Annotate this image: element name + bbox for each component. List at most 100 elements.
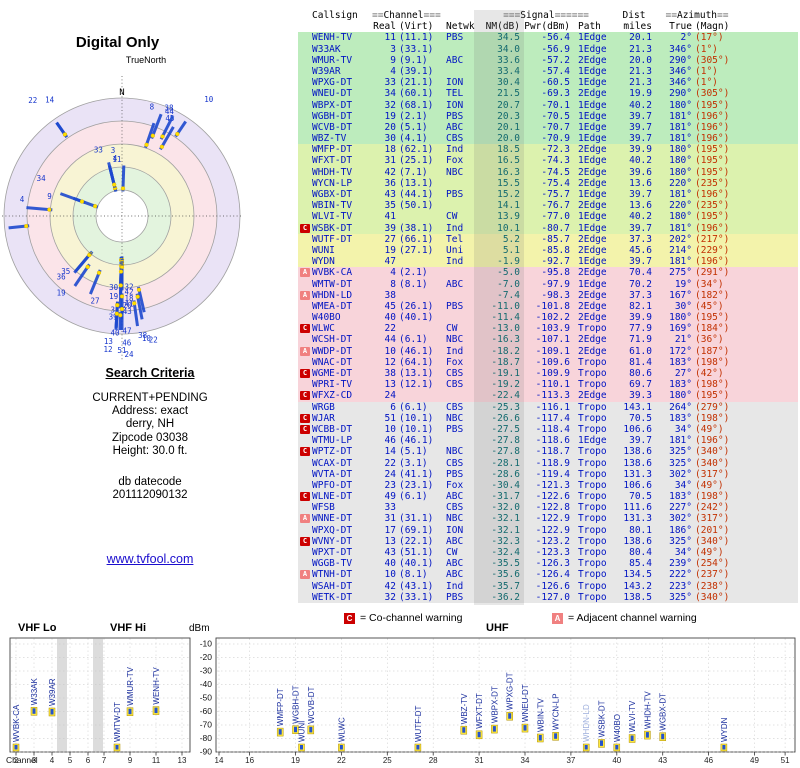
path-cell: 1Edge bbox=[578, 121, 607, 133]
callsign-cell: WLVI-TV bbox=[312, 211, 353, 223]
network-cell: Ind bbox=[446, 256, 464, 268]
channel-tick-label: 51 bbox=[781, 756, 790, 765]
distance-cell: 138.6 bbox=[623, 535, 652, 547]
real-channel-cell: 30 bbox=[384, 133, 396, 145]
azimuth-magnetic-cell: (195°) bbox=[695, 390, 730, 402]
noise-margin-cell: -25.3 bbox=[491, 401, 520, 413]
path-cell: 1Edge bbox=[578, 189, 607, 200]
power-cell: -127.0 bbox=[535, 591, 570, 603]
real-channel-cell: 13 bbox=[384, 379, 396, 391]
callsign-cell: WYDN bbox=[312, 256, 335, 268]
power-cell: -118.9 bbox=[535, 457, 570, 469]
distance-cell: 20.1 bbox=[629, 32, 652, 44]
station-callsign-label: W40BO bbox=[613, 714, 622, 742]
radar-channel-label: 46 bbox=[122, 338, 132, 347]
azimuth-true-cell: 290° bbox=[669, 88, 692, 100]
path-cell: 1Edge bbox=[578, 211, 607, 223]
power-cell: -95.8 bbox=[541, 267, 570, 279]
real-channel-cell: 24 bbox=[384, 468, 396, 480]
db-datecode-value: 201112090132 bbox=[112, 489, 188, 502]
path-cell: 2Edge bbox=[578, 144, 607, 156]
network-cell: ABC bbox=[446, 491, 464, 503]
distance-cell: 138.6 bbox=[623, 446, 652, 458]
network-cell: ION bbox=[446, 99, 464, 111]
criteria-line: derry, NH bbox=[125, 418, 175, 431]
network-cell: Ind bbox=[446, 580, 464, 592]
callsign-cell: WNNE-DT bbox=[312, 513, 353, 525]
distance-cell: 39.9 bbox=[629, 144, 652, 156]
power-cell: -122.8 bbox=[535, 502, 570, 514]
azimuth-true-cell: 34° bbox=[674, 547, 692, 558]
station-callsign-label: WHDN-LD bbox=[582, 704, 591, 742]
tvfool-link[interactable]: www.tvfool.com bbox=[106, 552, 194, 566]
real-channel-cell: 51 bbox=[384, 412, 396, 424]
distance-cell: 13.6 bbox=[629, 200, 652, 212]
real-channel-cell: 23 bbox=[384, 479, 396, 491]
distance-cell: 21.3 bbox=[629, 77, 652, 89]
path-cell: Tropo bbox=[578, 569, 607, 581]
legend-adjacent-channel: A = Adjacent channel warning bbox=[552, 612, 697, 624]
real-channel-cell: 43 bbox=[384, 189, 396, 200]
warning-cell: C bbox=[298, 368, 312, 379]
distance-cell: 45.6 bbox=[629, 244, 652, 256]
callsign-cell: WWDP-DT bbox=[312, 345, 353, 357]
power-cell: -85.8 bbox=[541, 244, 570, 256]
frequency-gap-stripe bbox=[93, 638, 103, 752]
radar-channel-label: 11 bbox=[112, 155, 121, 164]
station-signal-bar-inner bbox=[554, 733, 558, 739]
radar-channel-label: 18 bbox=[124, 294, 134, 303]
noise-margin-cell: -32.1 bbox=[491, 524, 520, 536]
channel-tick-label: 3 bbox=[32, 756, 37, 765]
distance-cell: 37.3 bbox=[629, 233, 652, 245]
distance-cell: 80.4 bbox=[629, 547, 652, 558]
noise-margin-cell: -16.3 bbox=[491, 334, 520, 346]
callsign-cell: WHDH-TV bbox=[312, 166, 353, 178]
noise-margin-cell: -32.4 bbox=[491, 547, 520, 558]
azimuth-magnetic-cell: (1°) bbox=[695, 65, 718, 77]
azimuth-magnetic-cell: (198°) bbox=[695, 356, 730, 368]
header-miles: miles bbox=[623, 21, 652, 33]
radar-channel-label: 32 bbox=[124, 282, 133, 291]
radar-channel-label: 8 bbox=[150, 103, 155, 112]
power-cell: -113.3 bbox=[535, 390, 570, 402]
power-cell: -75.7 bbox=[541, 189, 570, 200]
noise-margin-cell: 15.2 bbox=[497, 189, 520, 200]
azimuth-magnetic-cell: (340°) bbox=[695, 591, 730, 603]
virtual-channel-cell: (2.1) bbox=[399, 267, 428, 279]
dbm-tick-label: -70 bbox=[200, 720, 213, 730]
callsign-cell: WGBH-DT bbox=[312, 110, 353, 122]
virtual-channel-cell: (13.1) bbox=[399, 177, 434, 189]
warning-cell: A bbox=[298, 290, 312, 301]
station-signal-bar-inner bbox=[154, 707, 158, 714]
azimuth-true-cell: 34° bbox=[674, 423, 692, 435]
noise-margin-cell: 30.4 bbox=[497, 77, 520, 89]
azimuth-magnetic-cell: (195°) bbox=[695, 166, 730, 178]
path-cell: Tropo bbox=[578, 558, 607, 570]
azimuth-magnetic-cell: (184°) bbox=[695, 323, 730, 335]
azimuth-true-cell: 183° bbox=[669, 356, 692, 368]
path-cell: Tropo bbox=[578, 535, 607, 547]
network-cell: Uni bbox=[446, 244, 464, 256]
path-cell: Tropo bbox=[578, 368, 607, 379]
power-cell: -110.1 bbox=[535, 379, 570, 391]
azimuth-magnetic-cell: (195°) bbox=[695, 144, 730, 156]
azimuth-true-cell: 180° bbox=[669, 312, 692, 324]
header-decoration: ≡≡ bbox=[665, 10, 677, 21]
station-signal-bar-inner bbox=[477, 731, 481, 738]
azimuth-magnetic-cell: (195°) bbox=[695, 99, 730, 111]
criteria-line: Zipcode 03038 bbox=[111, 431, 189, 444]
azimuth-true-cell: 186° bbox=[669, 524, 692, 536]
power-cell: -107.1 bbox=[535, 334, 570, 346]
virtual-channel-cell: (41.1) bbox=[399, 468, 434, 480]
radar-channel-label: 44 bbox=[165, 107, 175, 116]
noise-margin-cell: 20.7 bbox=[497, 99, 520, 111]
real-channel-cell: 45 bbox=[384, 300, 396, 312]
virtual-channel-cell: (8.1) bbox=[399, 569, 428, 581]
station-signal-bar-inner bbox=[416, 745, 420, 750]
